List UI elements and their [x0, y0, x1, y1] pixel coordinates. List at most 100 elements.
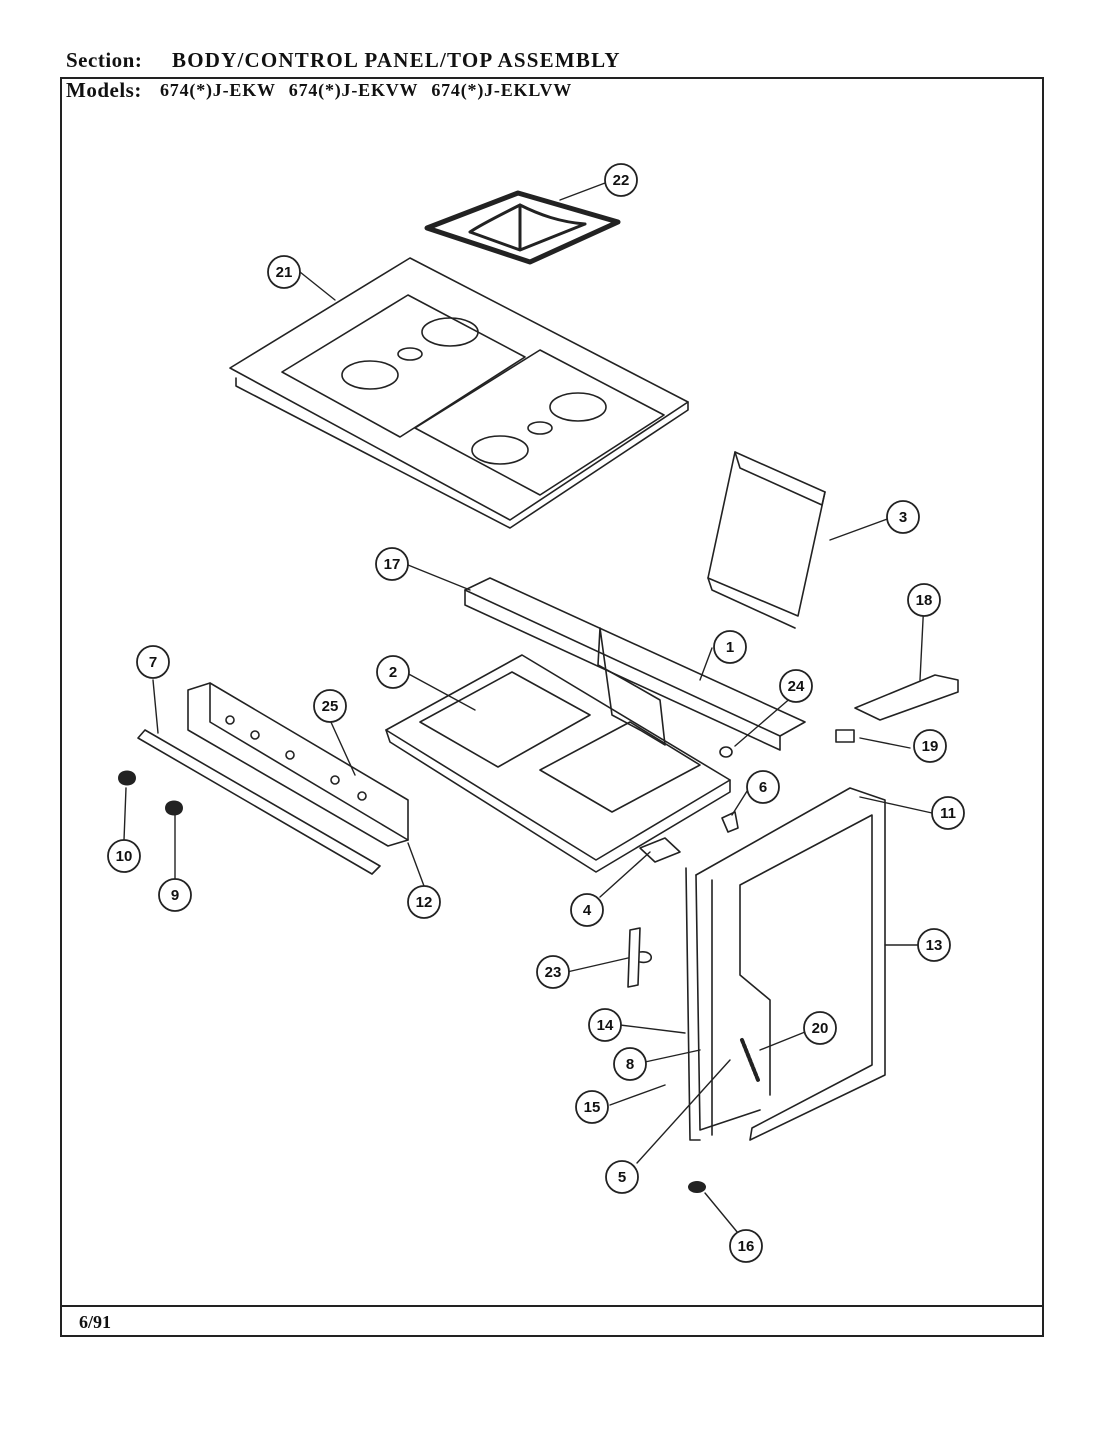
- part-4-bracket: [639, 837, 681, 863]
- callout-circle: [376, 655, 410, 689]
- callout-circle: [604, 163, 638, 197]
- callout-24: 24: [779, 669, 813, 703]
- callout-circle: [158, 878, 192, 912]
- callout-circle: [313, 689, 347, 723]
- callout-13: 13: [917, 928, 951, 962]
- callout-9: 9: [158, 878, 192, 912]
- callout-14: 14: [588, 1008, 622, 1042]
- part-2-top-panel: [385, 654, 731, 873]
- callout-3: 3: [886, 500, 920, 534]
- callout-circle: [570, 893, 604, 927]
- callout-25: 25: [313, 689, 347, 723]
- part-17-bracket: [464, 577, 806, 751]
- part-23-hinge: [627, 927, 653, 988]
- callout-23: 23: [536, 955, 570, 989]
- callout-number: 3: [899, 509, 907, 526]
- section-title: BODY/CONTROL PANEL/TOP ASSEMBLY: [172, 48, 621, 72]
- part-21-cooktop: [229, 257, 689, 529]
- callout-circle: [803, 1011, 837, 1045]
- callout-number: 20: [812, 1020, 829, 1037]
- callout-number: 8: [626, 1056, 634, 1073]
- callout-20: 20: [803, 1011, 837, 1045]
- callout-circle: [729, 1229, 763, 1263]
- callout-number: 23: [545, 964, 562, 981]
- callout-19: 19: [913, 729, 947, 763]
- callout-17: 17: [375, 547, 409, 581]
- part-16-foot: [688, 1181, 706, 1193]
- callout-number: 5: [618, 1169, 626, 1186]
- part-22-grate: [424, 190, 621, 265]
- callout-circle: [613, 1047, 647, 1081]
- callout-number: 12: [416, 894, 433, 911]
- callout-number: 9: [171, 887, 179, 904]
- callout-18: 18: [907, 583, 941, 617]
- callout-circle: [907, 583, 941, 617]
- callout-8: 8: [613, 1047, 647, 1081]
- callout-circle: [588, 1008, 622, 1042]
- callout-2: 2: [376, 655, 410, 689]
- part-24-screw: [719, 746, 733, 758]
- callout-number: 22: [613, 172, 630, 189]
- leader-lines: [123, 182, 933, 1234]
- callout-circle: [886, 500, 920, 534]
- callout-circle: [136, 645, 170, 679]
- callout-number: 13: [926, 937, 943, 954]
- callout-circle: [713, 630, 747, 664]
- callout-15: 15: [575, 1090, 609, 1124]
- callout-circle: [917, 928, 951, 962]
- part-13-side-frame: [685, 787, 886, 1141]
- callout-16: 16: [729, 1229, 763, 1263]
- callout-circle: [605, 1160, 639, 1194]
- part-10-knob: [118, 770, 136, 786]
- callout-number: 17: [384, 556, 401, 573]
- callout-circle: [407, 885, 441, 919]
- callout-number: 2: [389, 664, 397, 681]
- part-6-clip: [721, 811, 739, 833]
- callout-1: 1: [713, 630, 747, 664]
- callout-6: 6: [746, 770, 780, 804]
- callout-circle: [267, 255, 301, 289]
- callout-number: 7: [149, 654, 157, 671]
- callout-number: 18: [916, 592, 933, 609]
- part-19-clip: [835, 729, 855, 743]
- callout-number: 25: [322, 698, 339, 715]
- callout-4: 4: [570, 893, 604, 927]
- footer-date: 6/91: [79, 1312, 112, 1332]
- models-list: 674(*)J-EKW 674(*)J-EKVW 674(*)J-EKLVW: [160, 80, 573, 100]
- part-3-rear-panel: [707, 451, 826, 629]
- callout-number: 10: [116, 848, 133, 865]
- callout-number: 19: [922, 738, 939, 755]
- callout-circle: [107, 839, 141, 873]
- callout-number: 4: [583, 902, 592, 919]
- callout-22: 22: [604, 163, 638, 197]
- callout-circle: [375, 547, 409, 581]
- part-12-control-panel: [187, 682, 409, 847]
- callout-circle: [536, 955, 570, 989]
- callout-number: 6: [759, 779, 767, 796]
- callouts: 1234567891011121314151617181920212223242…: [107, 163, 965, 1263]
- callout-7: 7: [136, 645, 170, 679]
- callout-5: 5: [605, 1160, 639, 1194]
- callout-number: 14: [597, 1017, 614, 1034]
- callout-12: 12: [407, 885, 441, 919]
- models-label: Models:: [66, 78, 142, 102]
- callout-circle: [779, 669, 813, 703]
- callout-number: 24: [788, 678, 805, 695]
- callout-11: 11: [931, 796, 965, 830]
- part-20-spring: [740, 1038, 760, 1082]
- part-18-bracket: [854, 674, 959, 721]
- callout-circle: [746, 770, 780, 804]
- part-7-rail: [137, 729, 381, 875]
- callout-number: 16: [738, 1238, 755, 1255]
- section-label: Section:: [66, 48, 143, 72]
- callout-number: 1: [726, 639, 734, 656]
- diagram-frame: [60, 77, 1044, 1337]
- callout-number: 15: [584, 1099, 601, 1116]
- callout-circle: [575, 1090, 609, 1124]
- callout-circle: [913, 729, 947, 763]
- part-9-knob: [165, 800, 183, 816]
- callout-circle: [931, 796, 965, 830]
- footer-divider: [60, 1305, 1044, 1307]
- callout-10: 10: [107, 839, 141, 873]
